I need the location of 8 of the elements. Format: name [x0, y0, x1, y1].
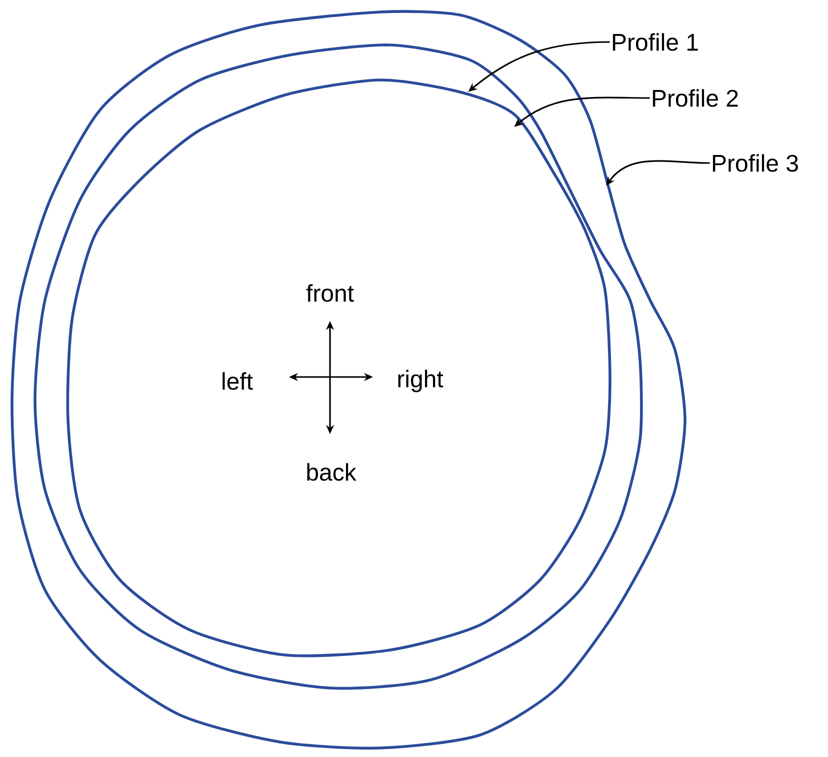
direction-label: right [398, 370, 444, 392]
profile-label: Profile 3 [712, 154, 798, 172]
profile-outline [66, 78, 612, 658]
direction-label: back [307, 463, 356, 481]
profile-label: Profile 2 [652, 89, 738, 107]
profile-label: Profile 1 [612, 33, 698, 51]
direction-label: left [222, 372, 253, 390]
direction-label: front [306, 284, 354, 302]
